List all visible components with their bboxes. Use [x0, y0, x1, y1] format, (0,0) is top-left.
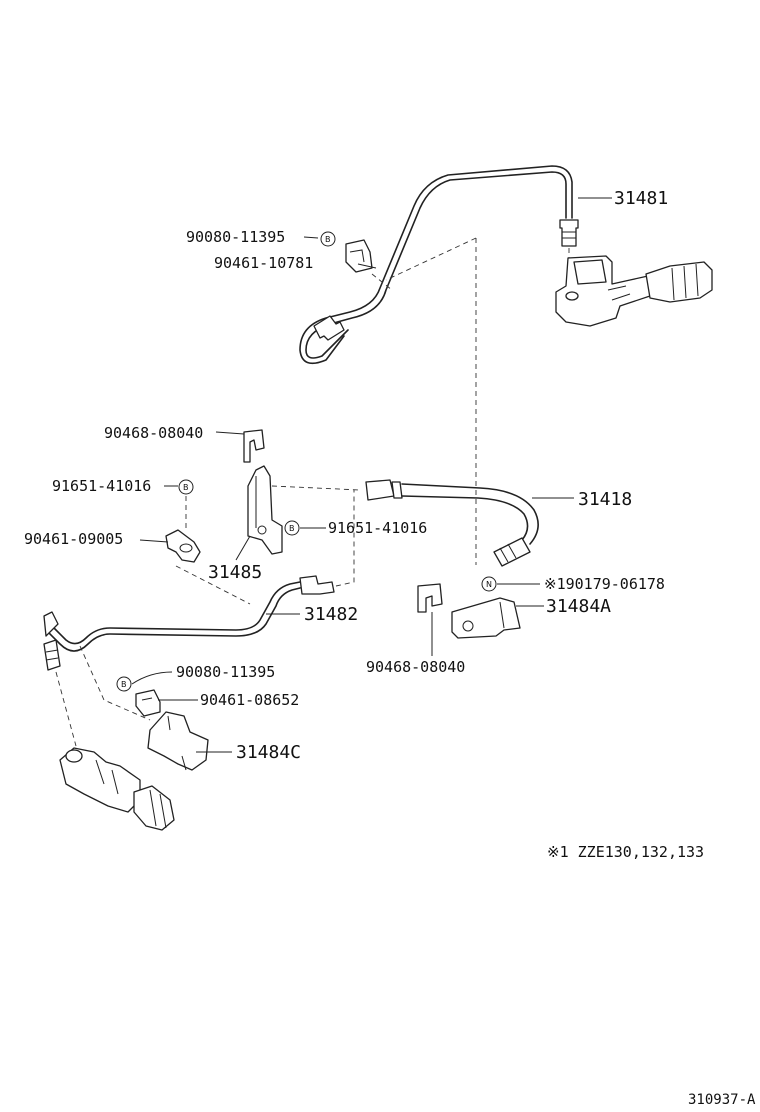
clutch-master-cylinder: [555, 255, 713, 327]
b-badge-left: [178, 479, 194, 495]
label-31484a: 31484A: [546, 596, 611, 617]
b-badge-top: [320, 231, 336, 247]
label-190179-06178: ※190179-06178: [544, 575, 665, 593]
clip-90468-08040-top[interactable]: [243, 429, 265, 463]
applicability-note: ※1 ZZE130,132,133: [547, 843, 704, 861]
label-90468-08040-top: 90468-08040: [104, 424, 203, 442]
bracket-31484a[interactable]: [451, 597, 521, 639]
svg-text:N: N: [486, 580, 492, 589]
flare-nut-31481-master: [559, 219, 579, 247]
label-91651-41016-mid: 91651-41016: [328, 519, 427, 537]
label-31482: 31482: [304, 604, 358, 625]
label-90461-09005: 90461-09005: [24, 530, 123, 548]
b-badge-bottom: [116, 676, 132, 692]
clamp-90461-08652[interactable]: [135, 689, 161, 717]
label-31481: 31481: [614, 188, 668, 209]
clutch-tube-31481[interactable]: [299, 165, 579, 365]
label-91651-41016-left: 91651-41016: [52, 477, 151, 495]
svg-text:B: B: [289, 524, 295, 533]
flexible-hose-31418[interactable]: [365, 479, 539, 567]
clip-90468-08040-bottom[interactable]: [417, 583, 443, 613]
b-badge-mid: [284, 520, 300, 536]
label-31418: 31418: [578, 489, 632, 510]
label-90080-11395-bottom: 90080-11395: [176, 663, 275, 681]
label-31485: 31485: [208, 562, 262, 583]
label-90461-10781: 90461-10781: [214, 254, 313, 272]
bracket-31484c[interactable]: [147, 711, 209, 771]
label-90461-08652: 90461-08652: [200, 691, 299, 709]
svg-text:B: B: [121, 680, 127, 689]
clutch-release-cylinder: [59, 747, 175, 831]
flare-nut-31481-end: [313, 315, 345, 341]
label-90468-08040-bottom: 90468-08040: [366, 658, 465, 676]
clamp-90461-09005[interactable]: [165, 529, 201, 563]
n-badge: [481, 576, 497, 592]
clamp-90461-10781[interactable]: [345, 239, 373, 273]
svg-text:B: B: [183, 483, 189, 492]
svg-text:B: B: [325, 235, 331, 244]
bracket-31485[interactable]: [247, 465, 283, 555]
label-31484c: 31484C: [236, 742, 301, 763]
clutch-tube-31482[interactable]: [43, 575, 335, 671]
label-90080-11395-top: 90080-11395: [186, 228, 285, 246]
diagram-id: 310937-A: [688, 1092, 756, 1108]
